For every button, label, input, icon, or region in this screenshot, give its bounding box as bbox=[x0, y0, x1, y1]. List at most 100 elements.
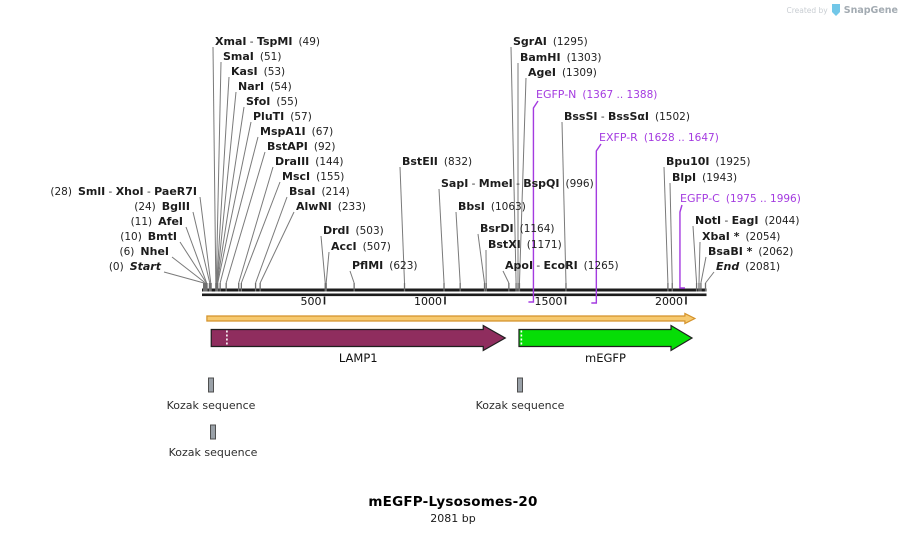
site-position: (623) bbox=[389, 260, 418, 272]
site-label-pflmi[interactable]: PflMI (623) bbox=[352, 259, 418, 273]
site-label-nhei[interactable]: (6)NheI bbox=[120, 245, 169, 259]
site-label-pluti[interactable]: PluTI(57) bbox=[253, 110, 312, 124]
site-label-sgrai[interactable]: SgrAI(1295) bbox=[513, 35, 588, 49]
primer-label-egfp-c[interactable]: EGFP-C(1975 .. 1996) bbox=[680, 192, 801, 206]
site-name: SmaI bbox=[223, 50, 254, 63]
name-separator: - bbox=[512, 178, 524, 190]
watermark-brand: SnapGene bbox=[843, 4, 898, 16]
site-label-bstapi[interactable]: BstAPI(92) bbox=[267, 140, 335, 154]
site-label-blpi[interactable]: BlpI(1943) bbox=[672, 171, 737, 185]
site-name: BsaBI * bbox=[708, 245, 753, 258]
site-label-sapi[interactable]: SapI - MmeI - BspQI(996) bbox=[441, 177, 594, 191]
site-label-smli[interactable]: (28)SmlI - XhoI - PaeR7I bbox=[50, 185, 197, 199]
kozak-sequence-box[interactable] bbox=[517, 377, 523, 393]
site-label-drdi[interactable]: DrdI(503) bbox=[323, 224, 384, 238]
site-label-bsssi[interactable]: BssSI - BssSαI(1502) bbox=[564, 110, 690, 124]
primer-label-egfp-n[interactable]: EGFP-N(1367 .. 1388) bbox=[536, 88, 657, 102]
snapgene-logo-icon bbox=[831, 4, 840, 16]
site-position: (233) bbox=[337, 201, 366, 213]
site-label-bsabi[interactable]: BsaBI *(2062) bbox=[708, 245, 793, 259]
site-name: SmlI bbox=[77, 185, 106, 198]
kozak-sequence-box[interactable] bbox=[210, 424, 216, 440]
site-label-agei[interactable]: AgeI (1309) bbox=[528, 66, 597, 80]
site-position: (0) bbox=[108, 261, 124, 273]
site-position: (1943) bbox=[702, 172, 738, 184]
site-label-bsrdi[interactable]: BsrDI(1164) bbox=[480, 222, 555, 236]
site-name: AfeI bbox=[158, 215, 183, 228]
sequence-span-arrow[interactable] bbox=[206, 312, 697, 325]
label-connector-line bbox=[192, 211, 211, 284]
site-label-bstxi[interactable]: BstXI(1171) bbox=[488, 238, 562, 252]
site-name: NheI bbox=[140, 245, 169, 258]
site-name: BsaI bbox=[289, 185, 316, 198]
site-label-bsai[interactable]: BsaI(214) bbox=[289, 185, 350, 199]
site-position: (49) bbox=[298, 36, 321, 48]
label-connector-line bbox=[698, 241, 701, 284]
site-name: SgrAI bbox=[513, 35, 547, 48]
feature-arrow-lamp1[interactable] bbox=[210, 324, 507, 352]
site-name: BssSαI bbox=[607, 110, 650, 123]
site-label-bsteii[interactable]: BstEII (832) bbox=[402, 155, 472, 169]
label-connector-line bbox=[502, 270, 510, 284]
primer-label-exfp-r[interactable]: EXFP-R(1628 .. 1647) bbox=[599, 131, 719, 145]
site-label-apoi[interactable]: ApoI - EcoRI(1265) bbox=[505, 259, 619, 273]
site-label-smai[interactable]: SmaI(51) bbox=[223, 50, 281, 64]
site-position: (1265) bbox=[583, 260, 619, 272]
site-label-bamhi[interactable]: BamHI(1303) bbox=[520, 51, 602, 65]
site-name: BssSI bbox=[564, 110, 598, 123]
site-label-xmai[interactable]: XmaI - TspMI(49) bbox=[215, 35, 320, 49]
site-name: AgeI bbox=[528, 66, 556, 79]
site-label-alwni[interactable]: AlwNI (233) bbox=[296, 200, 366, 214]
site-name: NarI bbox=[238, 80, 265, 93]
site-label-mspa1i[interactable]: MspA1I(67) bbox=[260, 125, 333, 139]
site-position: (1063) bbox=[490, 201, 526, 213]
site-name: PluTI bbox=[253, 110, 285, 123]
label-connector-line bbox=[215, 61, 222, 284]
label-connector-line bbox=[216, 76, 230, 284]
site-name: NotI bbox=[695, 214, 722, 227]
site-name: PaeR7I bbox=[154, 185, 197, 198]
label-connector-line bbox=[259, 211, 295, 284]
site-position: (1628 .. 1647) bbox=[643, 132, 719, 144]
site-name: XmaI bbox=[215, 35, 247, 48]
site-label-bmti[interactable]: (10)BmtI bbox=[120, 230, 177, 244]
site-label-start[interactable]: (0)Start bbox=[109, 260, 161, 274]
site-label-sfoi[interactable]: SfoI(55) bbox=[246, 95, 298, 109]
site-position: (1303) bbox=[566, 52, 602, 64]
site-name: BstEII bbox=[402, 155, 438, 168]
site-label-end[interactable]: End(2081) bbox=[716, 260, 780, 274]
site-label-bpu10i[interactable]: Bpu10I(1925) bbox=[666, 155, 750, 169]
site-label-acci[interactable]: AccI(507) bbox=[331, 240, 391, 254]
site-label-bglii[interactable]: (24)BglII bbox=[134, 200, 190, 214]
site-label-noti[interactable]: NotI - EagI(2044) bbox=[695, 214, 799, 228]
kozak-annotation-label[interactable]: Kozak sequence bbox=[475, 399, 565, 412]
label-connector-line bbox=[216, 106, 245, 284]
site-position: (67) bbox=[311, 126, 334, 138]
site-name: KasI bbox=[231, 65, 258, 78]
kozak-annotation-label[interactable]: Kozak sequence bbox=[166, 399, 256, 412]
label-connector-line bbox=[179, 241, 207, 284]
site-label-nari[interactable]: NarI(54) bbox=[238, 80, 292, 94]
site-name: EcoRI bbox=[543, 259, 578, 272]
site-name: BstAPI bbox=[267, 140, 308, 153]
site-name: BspQI bbox=[523, 177, 560, 190]
site-label-xbai[interactable]: XbaI *(2054) bbox=[702, 230, 780, 244]
site-label-kasi[interactable]: KasI(53) bbox=[231, 65, 285, 79]
site-position: (2081) bbox=[745, 261, 781, 273]
label-connector-line bbox=[212, 46, 217, 284]
site-position: (832) bbox=[443, 156, 473, 168]
site-position: (1309) bbox=[561, 67, 597, 79]
kozak-sequence-box[interactable] bbox=[208, 377, 214, 393]
label-connector-line bbox=[510, 46, 517, 284]
site-label-draiii[interactable]: DraIII(144) bbox=[275, 155, 344, 169]
site-label-afei[interactable]: (11)AfeI bbox=[131, 215, 183, 229]
site-name: PflMI bbox=[352, 259, 384, 272]
feature-arrow-megfp[interactable] bbox=[518, 324, 694, 352]
ruler-tick-label: 2000 bbox=[654, 295, 683, 308]
site-label-msci[interactable]: MscI(155) bbox=[282, 170, 344, 184]
label-connector-line bbox=[199, 196, 212, 284]
kozak-annotation-label[interactable]: Kozak sequence bbox=[168, 446, 258, 459]
site-name: AlwNI bbox=[296, 200, 332, 213]
name-separator: - bbox=[468, 178, 479, 190]
site-label-bbsi[interactable]: BbsI(1063) bbox=[458, 200, 526, 214]
